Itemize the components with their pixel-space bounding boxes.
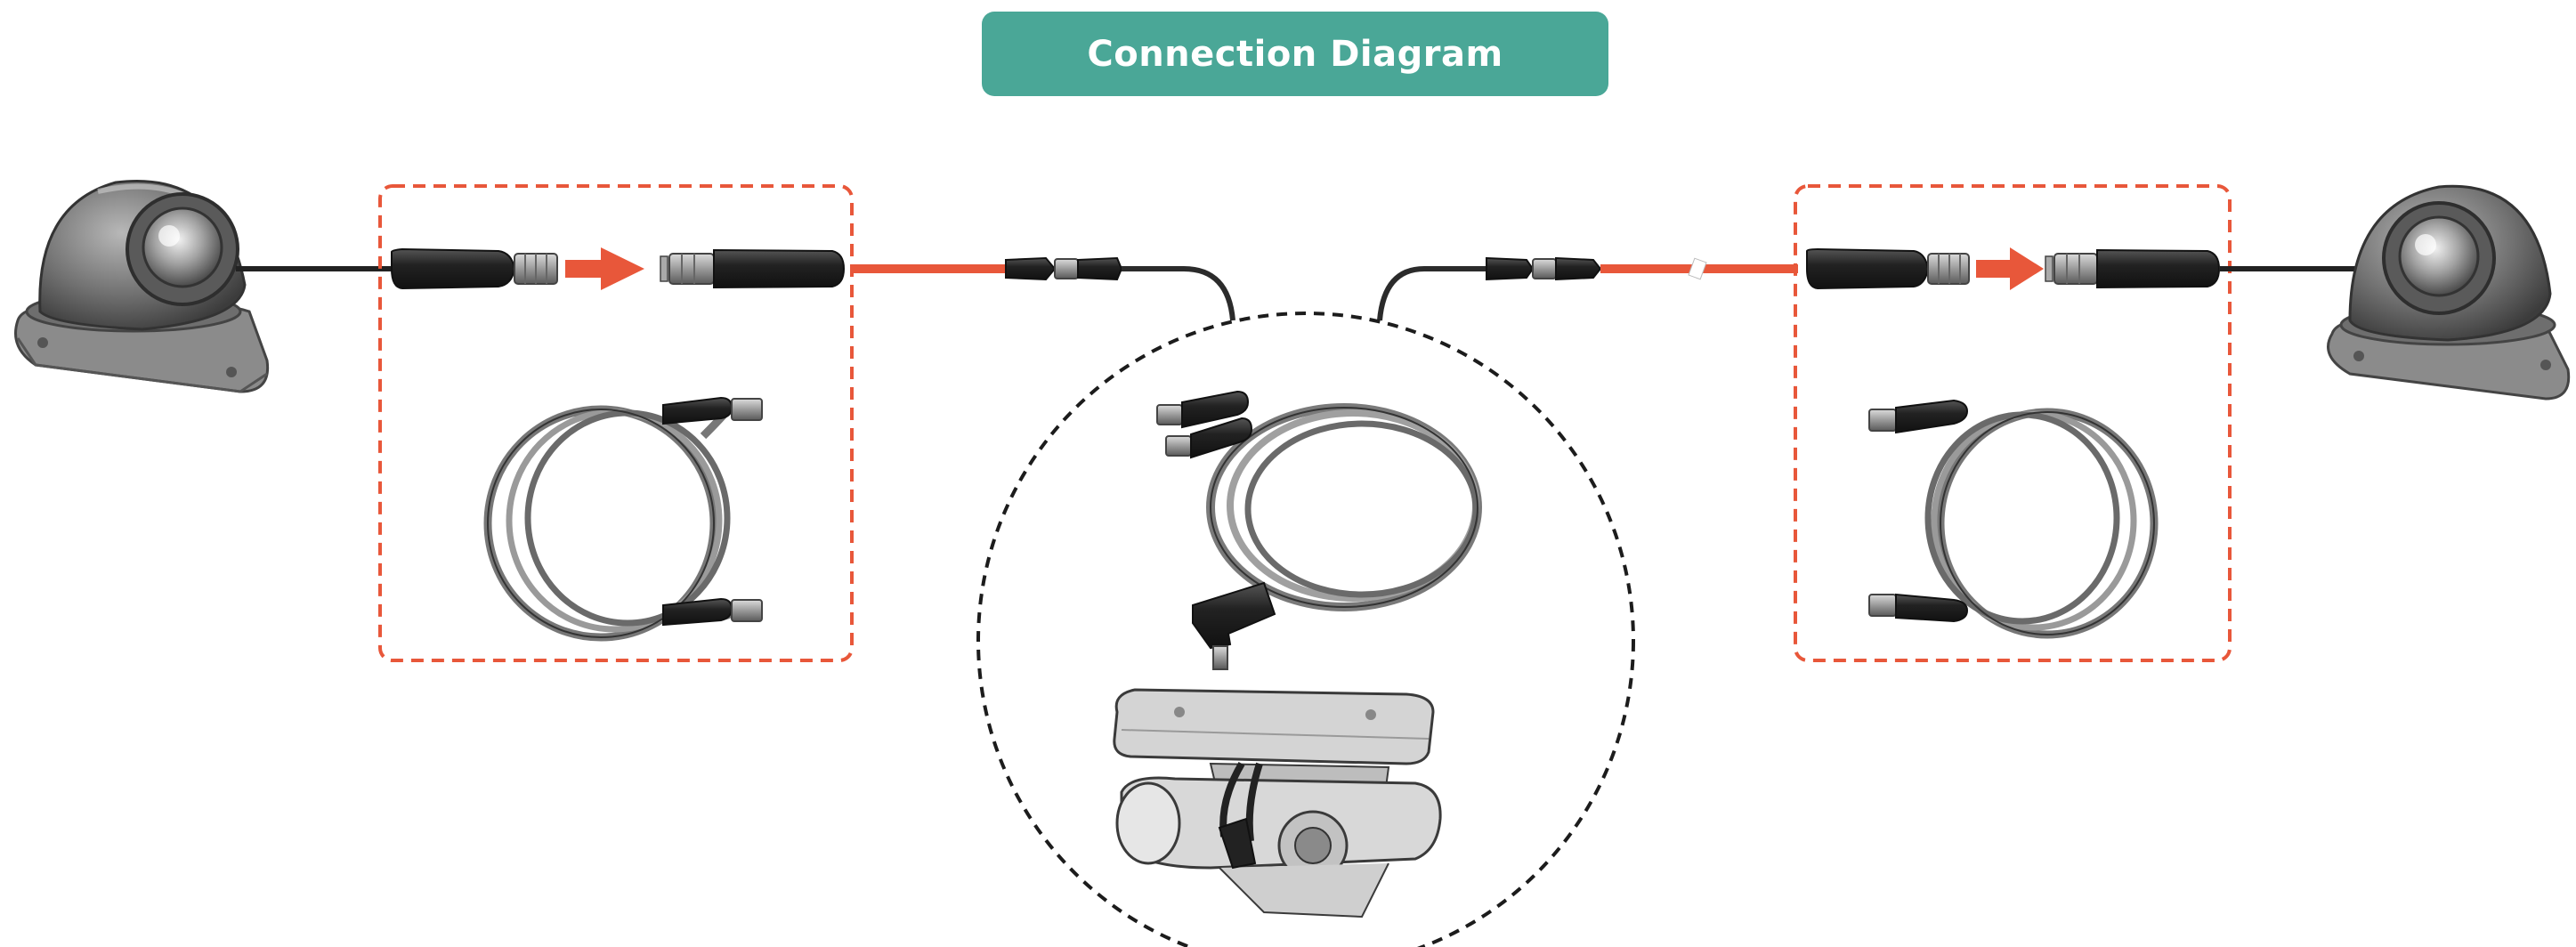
left-coil-top-plug-icon: [662, 396, 763, 425]
left-cable-group-frame: [378, 184, 854, 662]
y-split-cable-icon: [1206, 403, 1482, 611]
title-badge: Connection Diagram: [982, 12, 1608, 96]
left-arrow-right-icon: [565, 247, 644, 290]
right-cable-group-frame: [1794, 184, 2232, 662]
right-coiled-extension-cable-icon: [1924, 408, 2159, 639]
mirror-mount-camera-icon: [1113, 688, 1442, 919]
left-dome-camera-icon: [14, 180, 270, 393]
right-coil-bottom-plug-icon: [1868, 593, 1969, 623]
right-arrow-right-icon: [1976, 247, 2044, 290]
right-dome-camera-icon: [2327, 184, 2571, 401]
right-angle-plug-icon: [1192, 581, 1276, 670]
left-coil-bottom-plug-icon: [662, 597, 763, 627]
diagram-title: Connection Diagram: [1087, 33, 1503, 75]
left-female-connector-icon: [660, 248, 846, 289]
right-female-connector-icon: [2045, 248, 2221, 289]
left-coiled-extension-cable-icon: [483, 405, 733, 642]
y-cable-plug-a-icon: [1156, 390, 1250, 429]
left-male-connector-icon: [391, 247, 558, 290]
right-coil-top-plug-icon: [1868, 399, 1969, 434]
left-inline-connector-icon: [1005, 256, 1123, 281]
y-cable-plug-b-icon: [1165, 417, 1253, 459]
right-inline-connector-icon: [1486, 256, 1602, 281]
center-device-frame: [976, 312, 1635, 947]
right-male-connector-icon: [1806, 247, 1970, 290]
